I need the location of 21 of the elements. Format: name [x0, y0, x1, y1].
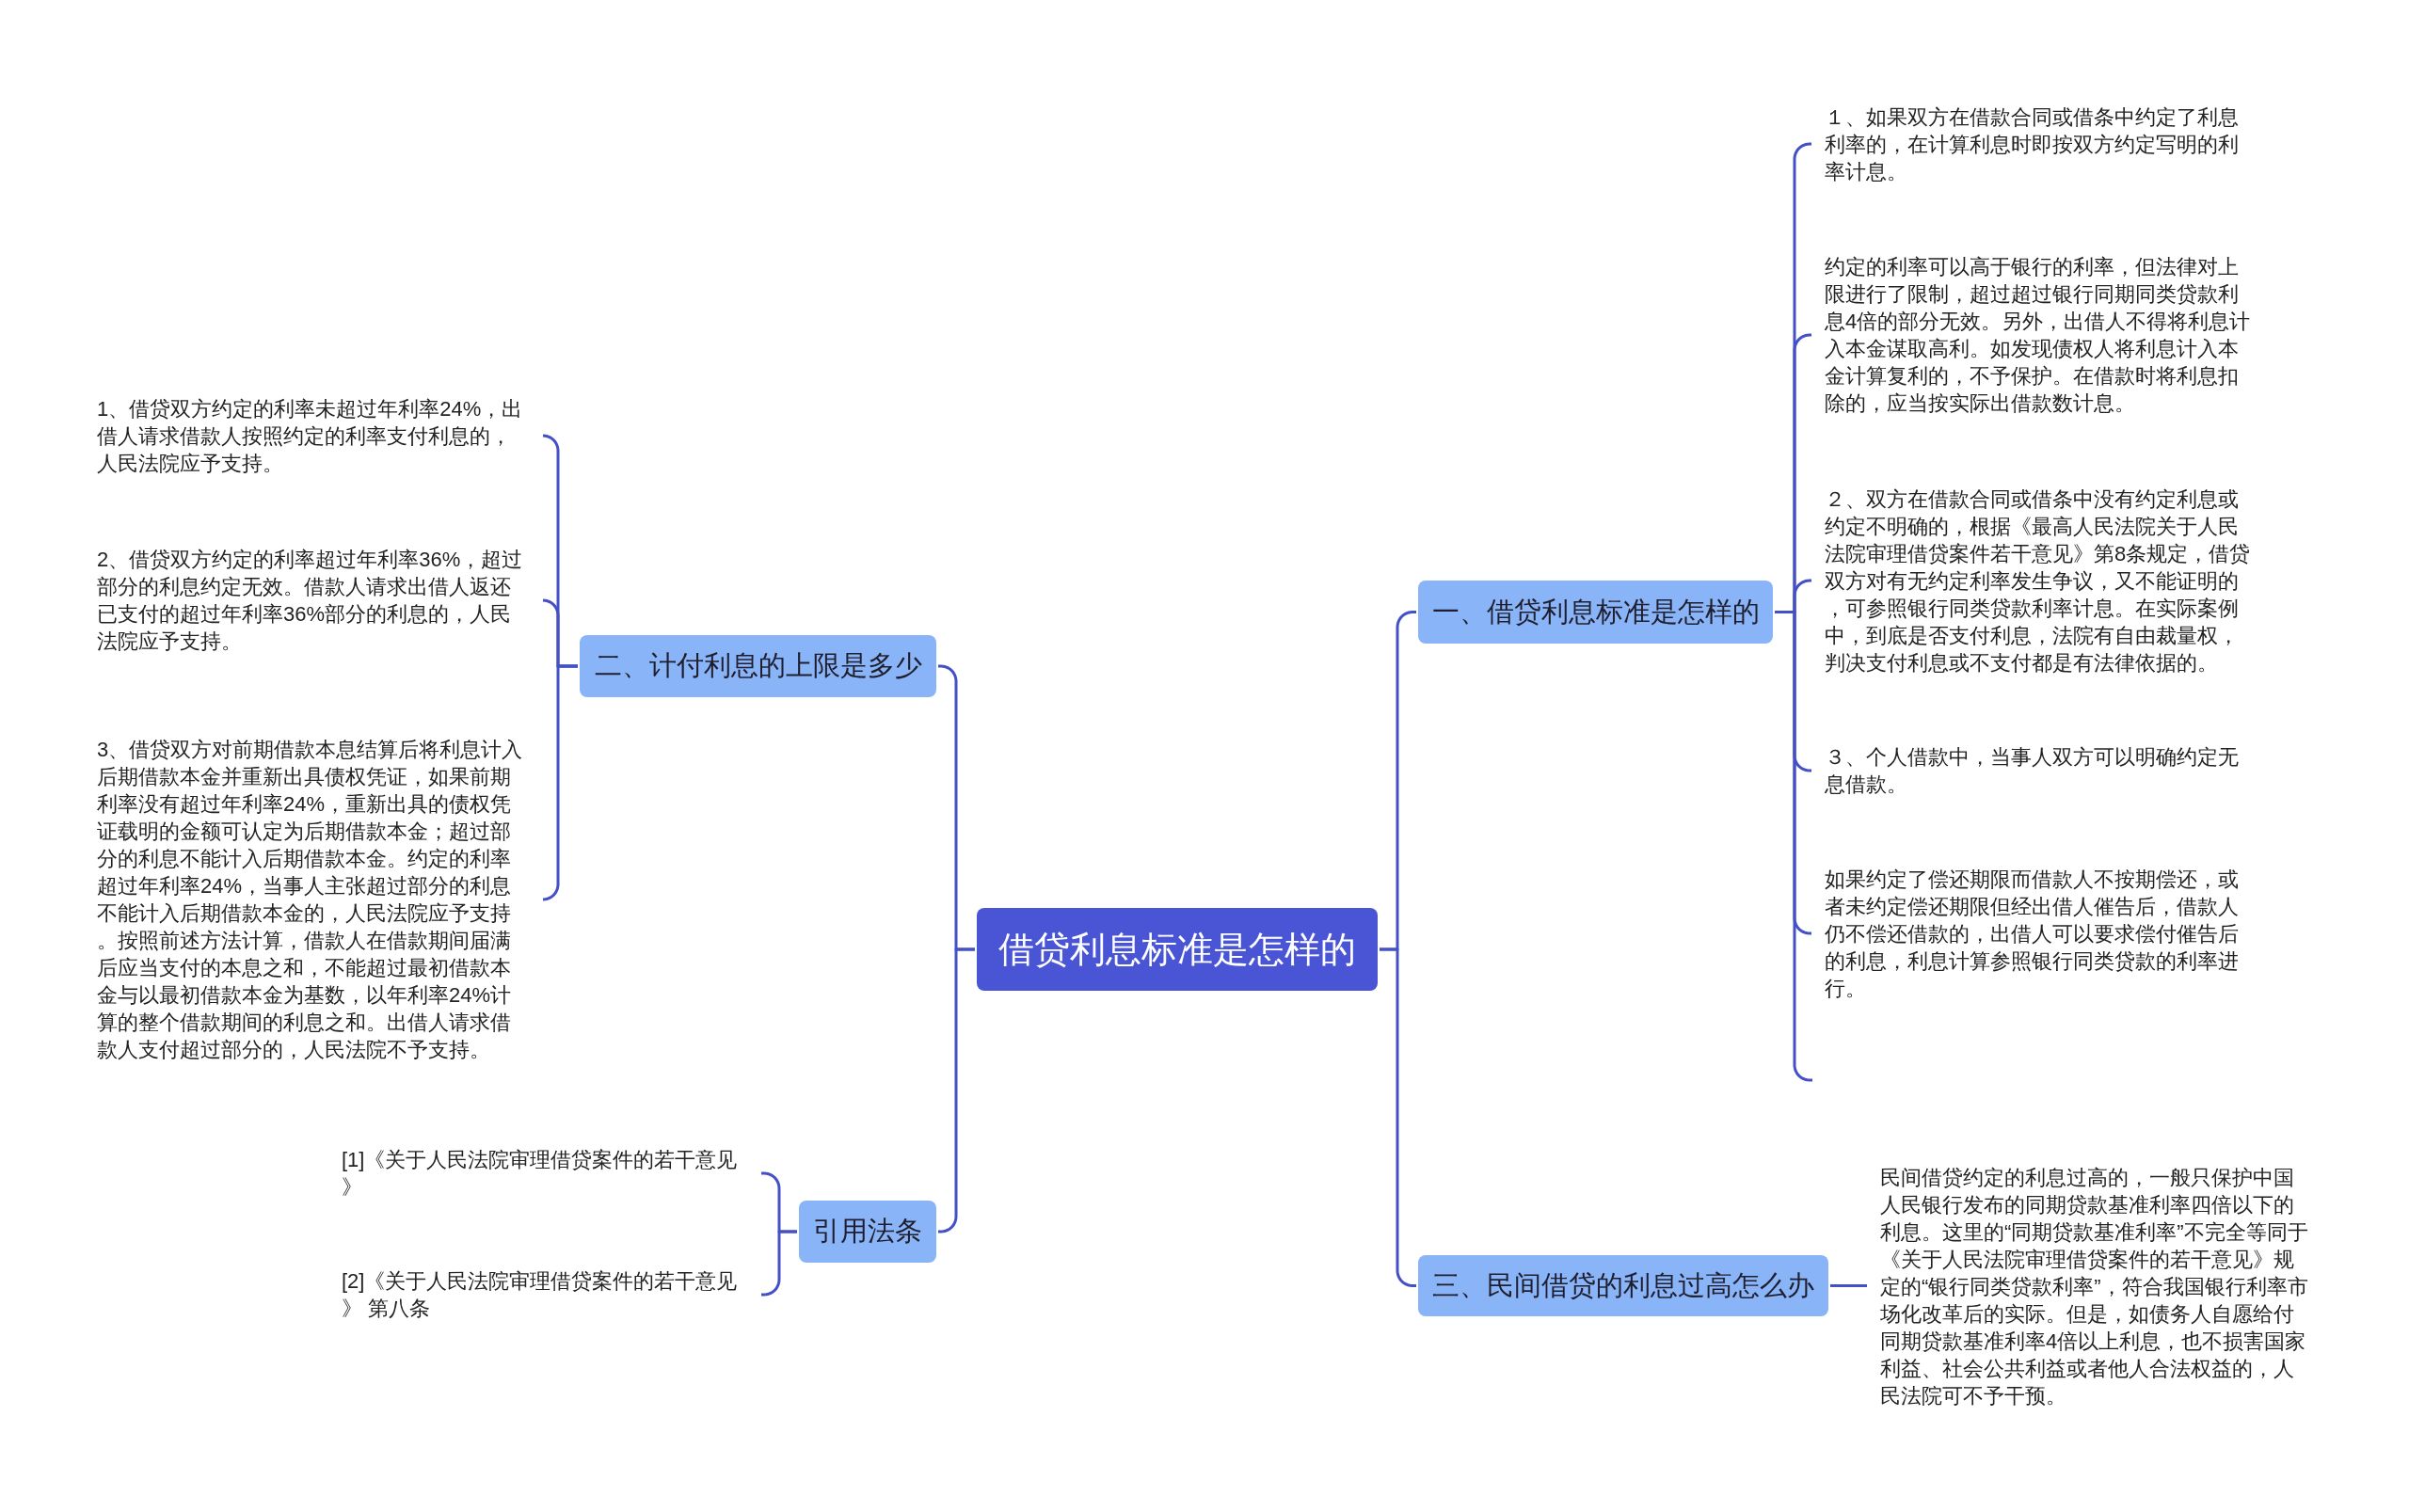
note-text: 民间借贷约定的利息过高的，一般只保护中国人民银行发布的同期贷款基准利率四倍以下的利息。这里的“同期贷款基准利率”不完全等同于《关于人民法院审理借贷案件的若干意见》规定的“银行同类贷款利率”，符合我国银行利率市场化改革后的实际。但是，如债务人自愿给付同期贷款基准利率4倍以上利息，也不损害国家利益、社会公共利益或者他人合法权益的，人民法院可不予干预。 [1869, 1163, 2324, 1409]
topic-box: 三、民间借贷的利息过高怎么办 [1418, 1255, 1828, 1316]
connector-line [761, 1230, 797, 1297]
topic-box: 二、计付利息的上限是多少 [580, 635, 936, 697]
note-text: 2、借贷双方约定的利率超过年利率36%，超过部分的利息约定无效。借款人请求出借人返还已支付的超过年利率36%部分的利息的，人民法院应予支持。 [86, 546, 541, 655]
note-text: 约定的利率可以高于银行的利率，但法律对上限进行了限制，超过超过银行同期同类贷款利息4倍的部分无效。另外，出借人不得将利息计入本金谋取高利。如发现债权人将利息计入本金计算复利的，不予保护。在借款时将利息扣除的，应当按实际出借款数计息。 [1813, 253, 2269, 417]
note-text: １、如果双方在借款合同或借条中约定了利息利率的，在计算利息时即按双方约定写明的利率计息。 [1813, 103, 2269, 185]
note-text: 如果约定了偿还期限而借款人不按期偿还，或者未约定偿还期限但经出借人催告后，借款人仍不偿还借款的，出借人可以要求偿付催告后的利息，利息计算参照银行同类贷款的利率进行。 [1813, 865, 2269, 1002]
connector-line [938, 947, 975, 1233]
connector-line [1830, 1284, 1867, 1287]
topic-box: 引用法条 [799, 1201, 936, 1263]
connector-line [541, 664, 578, 901]
note-text: [2]《关于人民法院审理借贷案件的若干意见》 第八条 [330, 1267, 759, 1322]
note-text: 3、借贷双方对前期借款本息结算后将利息计入后期借款本金并重新出具债权凭证，如果前期利率没有超过年利率24%，重新出具的债权凭证载明的金额可认定为后期借款本金；超过部分的利息不能计入后期借款本金。约定的利率超过年利率24%，当事人主张超过部分的利息不能计入后期借款本金的，人民法院应予支持。按照前述方法计算，借款人在借款期间届满后应当支付的本息之和，不能超过最初借款本金与以最初借款本金为基数，以年利率24%计算的整个借款期间的利息之和。出借人请求借款人支付超过部分的，人民法院不予支持。 [86, 736, 541, 1063]
connector-line [1380, 947, 1416, 1287]
note-text: ３、个人借款中，当事人双方可以明确约定无息借款。 [1813, 743, 2269, 798]
central-topic: 借贷利息标准是怎样的 [977, 908, 1378, 991]
topic-box: 一、借贷利息标准是怎样的 [1418, 581, 1773, 644]
note-text: 1、借贷双方约定的利率未超过年利率24%，出借人请求借款人按照约定的利率支付利息的，人民法院应予支持。 [86, 394, 541, 477]
note-text: ２、双方在借款合同或借条中没有约定利息或约定不明确的，根据《最高人民法院关于人民法院审理借贷案件若干意见》第8条规定，借贷双方对有无约定利率发生争议，又不能证明的，可参照银行同类贷款利率计息。在实际案例中，到底是否支付利息，法院有自由裁量权，判决支付利息或不支付都是有法律依据的。 [1813, 485, 2269, 676]
note-text: [1]《关于人民法院审理借贷案件的若干意见》 [330, 1146, 759, 1201]
